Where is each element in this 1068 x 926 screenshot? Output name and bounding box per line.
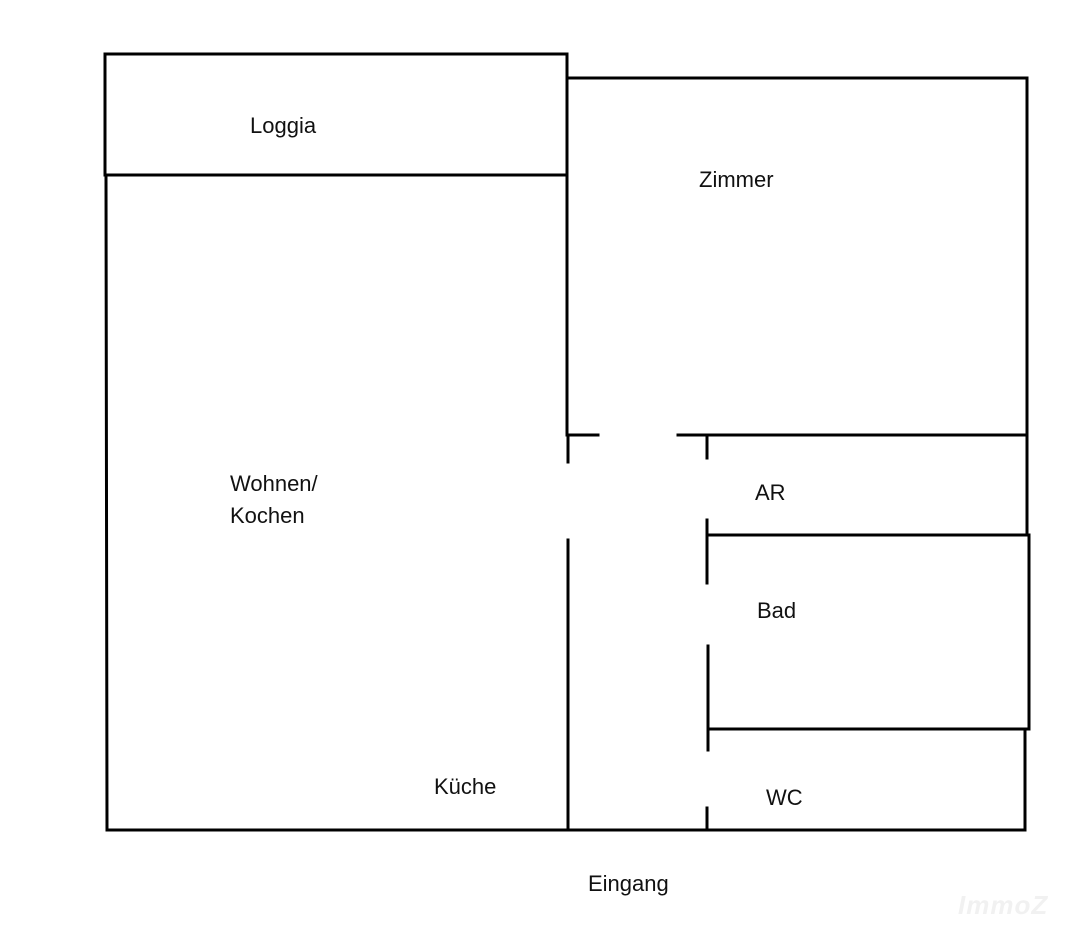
room-label-zimmer: Zimmer [699,167,774,192]
room-label-ar: AR [755,480,786,505]
room-label-loggia: Loggia [250,113,317,138]
room-label-kueche: Küche [434,774,497,799]
room-label-wohnen: Wohnen/ [230,471,318,496]
room-label-bad: Bad [757,598,797,623]
wall [104,173,109,832]
watermark-logo: ImmoZ [958,890,1049,920]
entrance-label: Eingang [588,871,669,896]
room-label-wc: WC [766,785,803,810]
room-label-kochen: Kochen [230,503,305,528]
